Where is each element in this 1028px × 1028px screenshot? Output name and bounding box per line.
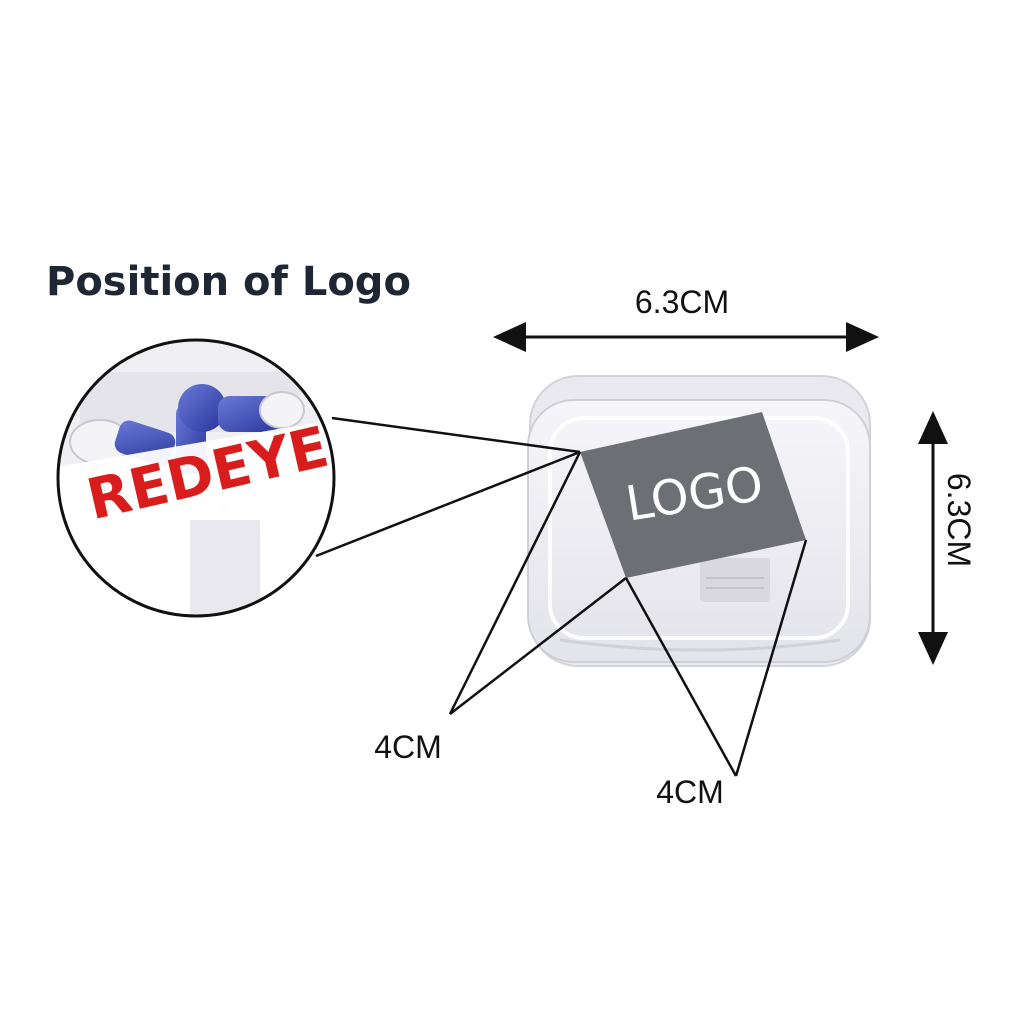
page-title: Position of Logo [46, 259, 411, 305]
logo-height-leader-lines [448, 451, 627, 715]
width-label: 6.3CM [635, 284, 729, 320]
logo-area: LOGO [580, 412, 806, 578]
height-dimension: 6.3CM [918, 411, 977, 665]
height-label: 6.3CM [941, 473, 977, 567]
logo-width-leader-lines [624, 539, 808, 777]
zoom-callout-lines [315, 416, 581, 558]
logo-height-label: 4CM [374, 729, 442, 765]
width-dimension: 6.3CM [493, 284, 879, 352]
zoom-magnifier-circle-icon: REDEYE [56, 338, 336, 618]
logo-width-label: 4CM [656, 774, 724, 810]
logo-area-panel [580, 412, 806, 578]
